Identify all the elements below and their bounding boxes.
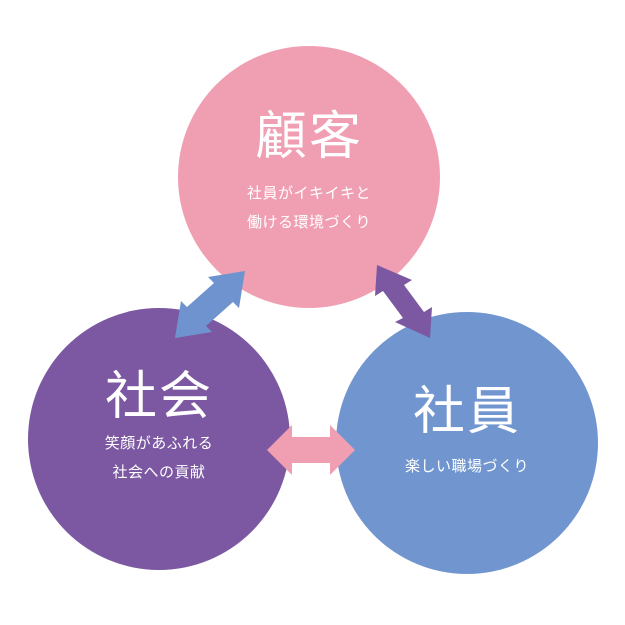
society-title: 社会 [104,367,213,427]
society-circle: 社会 笑顔があふれる 社会への貢献 [28,308,290,570]
customer-line-2: 働ける環境づくり [246,213,371,231]
customer-circle: 顧客 社員がイキイキと 働ける環境づくり [178,46,440,308]
customer-line-1: 社員がイキイキと [246,184,371,202]
employee-line-1: 楽しい職場づくり [404,456,529,475]
society-line-1: 笑顔があふれる [104,434,214,452]
employee-circle: 社員 楽しい職場づくり [336,312,598,574]
customer-title: 顧客 [254,107,363,167]
employee-title: 社員 [412,381,521,442]
society-line-2: 社会への貢献 [112,463,206,481]
